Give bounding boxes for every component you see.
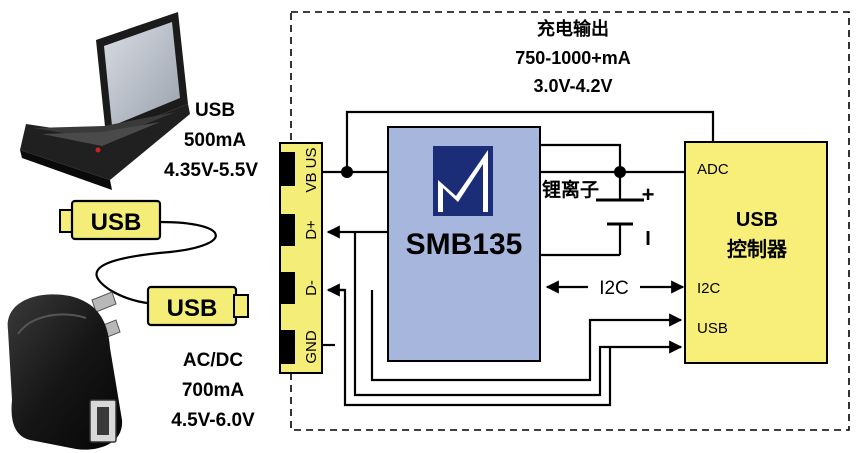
controller-title-2: 控制器 — [727, 237, 788, 261]
connector-pin-label: D- — [303, 280, 320, 296]
usb-source-voltage: 4.35V-5.5V — [164, 160, 258, 181]
i2c-bus-label: I2C — [599, 278, 629, 299]
usb-source-current: 500mA — [184, 130, 247, 151]
controller-title-1: USB — [736, 209, 778, 231]
controller-pin-usb: USB — [697, 320, 728, 337]
controller-pin-i2c: I2C — [697, 280, 721, 297]
output-title: 充电输出 — [537, 18, 609, 39]
output-voltage: 3.0V-4.2V — [533, 76, 612, 96]
battery-plus: + — [642, 182, 655, 207]
pin-dminus — [280, 272, 295, 304]
usb-source-name: USB — [195, 100, 235, 121]
smb135-chip: SMB135 — [387, 126, 541, 362]
pin-dplus — [280, 214, 295, 246]
battery-junction — [614, 166, 626, 178]
cable-plug-label-bottom: USB — [167, 295, 218, 322]
adapter-source-voltage: 4.5V-6.0V — [171, 410, 255, 431]
battery-icon — [596, 198, 644, 226]
adapter-source-name: AC/DC — [183, 350, 243, 371]
adapter-source-current: 700mA — [182, 380, 245, 401]
battery-minus: I — [645, 228, 651, 250]
chip-name: SMB135 — [406, 228, 523, 261]
usb-connector: VB US D+ D- GND — [279, 142, 323, 374]
connector-pin-label: VB US — [303, 147, 320, 192]
cable-plug-label-top: USB — [91, 209, 142, 236]
pin-vbus — [280, 152, 295, 186]
connector-pin-label: D+ — [303, 220, 320, 240]
wall-adapter-icon — [7, 291, 123, 450]
output-current: 750-1000+mA — [515, 48, 631, 68]
usb-controller: ADC USB 控制器 I2C USB — [684, 141, 828, 364]
pin-gnd — [280, 330, 295, 364]
usb-cable-icon: USB USB — [59, 199, 249, 327]
laptop-icon — [20, 12, 190, 190]
vbus-junction — [341, 166, 353, 178]
controller-pin-adc: ADC — [697, 161, 729, 178]
battery-label: 锂离子 — [542, 178, 599, 201]
smb-logo-icon — [433, 146, 493, 216]
connector-pin-label: GND — [303, 330, 320, 364]
